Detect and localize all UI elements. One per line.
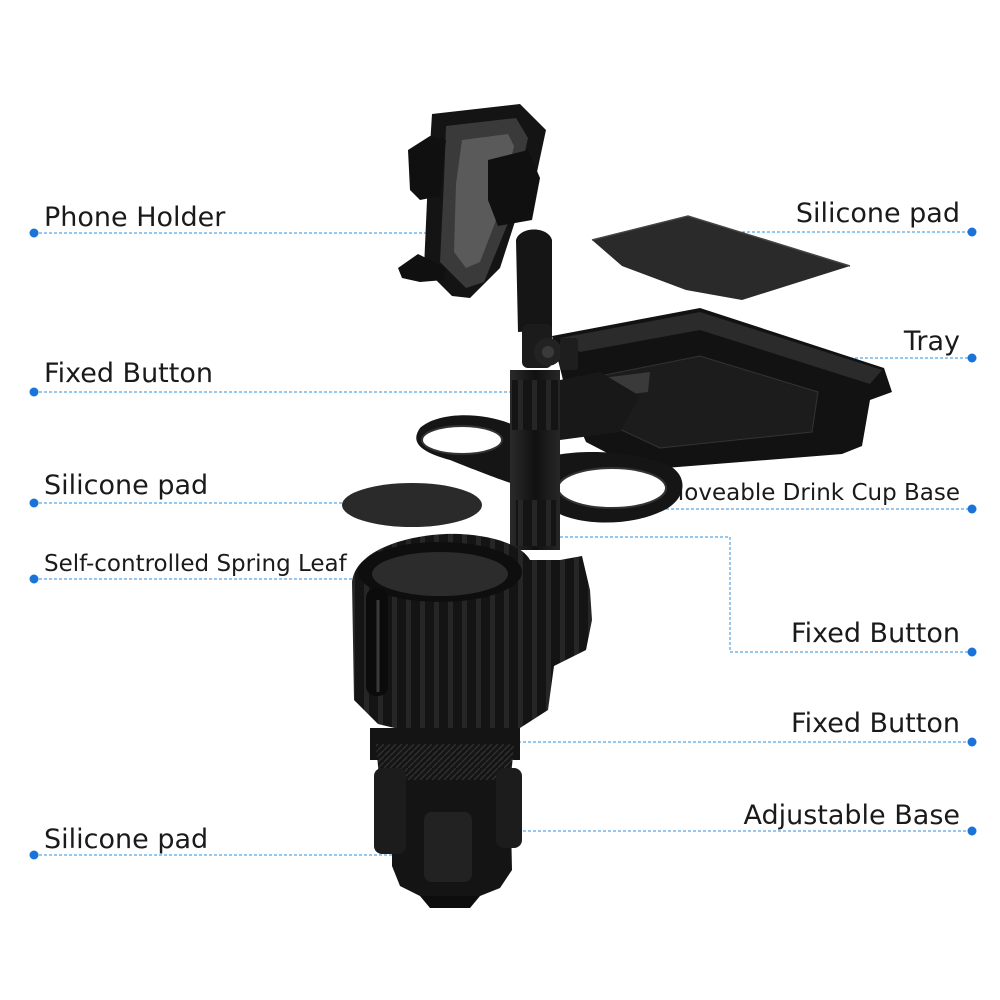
dot-silicone-pad-mid [29, 498, 39, 508]
label-adjustable-base: Adjustable Base [743, 800, 960, 831]
dot-fixed-button-3 [967, 737, 977, 747]
central-column-part [510, 370, 640, 550]
label-fixed-button-2: Fixed Button [791, 618, 960, 649]
cup-body-part [352, 533, 592, 734]
label-tray: Tray [903, 326, 960, 357]
leader-fixed-button-2 [560, 536, 972, 653]
dot-tray [967, 353, 977, 363]
dot-adjustable-base [967, 826, 977, 836]
dot-silicone-pad-top [967, 227, 977, 237]
label-phone-holder: Phone Holder [44, 202, 226, 233]
label-fixed-button-1: Fixed Button [44, 358, 213, 389]
tray-part [552, 308, 892, 470]
label-fixed-button-3: Fixed Button [791, 708, 960, 739]
silicone-pad-top-part [591, 215, 851, 300]
dot-silicone-pad-bottom [29, 850, 39, 860]
dot-fixed-button-1 [29, 387, 39, 397]
fixed-button-collar-part [370, 728, 520, 788]
dot-phone-holder [29, 228, 39, 238]
phone-holder-part [398, 104, 578, 370]
dot-spring-leaf [29, 574, 39, 584]
label-silicone-pad-mid: Silicone pad [44, 470, 209, 501]
dot-fixed-button-2 [967, 647, 977, 657]
label-silicone-pad-top: Silicone pad [795, 198, 960, 229]
silicone-pad-mid-part [342, 483, 482, 527]
label-spring-leaf: Self-controlled Spring Leaf [44, 551, 347, 577]
label-silicone-pad-bottom: Silicone pad [44, 824, 209, 855]
label-moveable-cup-base: Moveable Drink Cup Base [664, 480, 960, 506]
dot-moveable-cup-base [967, 504, 977, 514]
adjustable-base-part [374, 768, 522, 908]
